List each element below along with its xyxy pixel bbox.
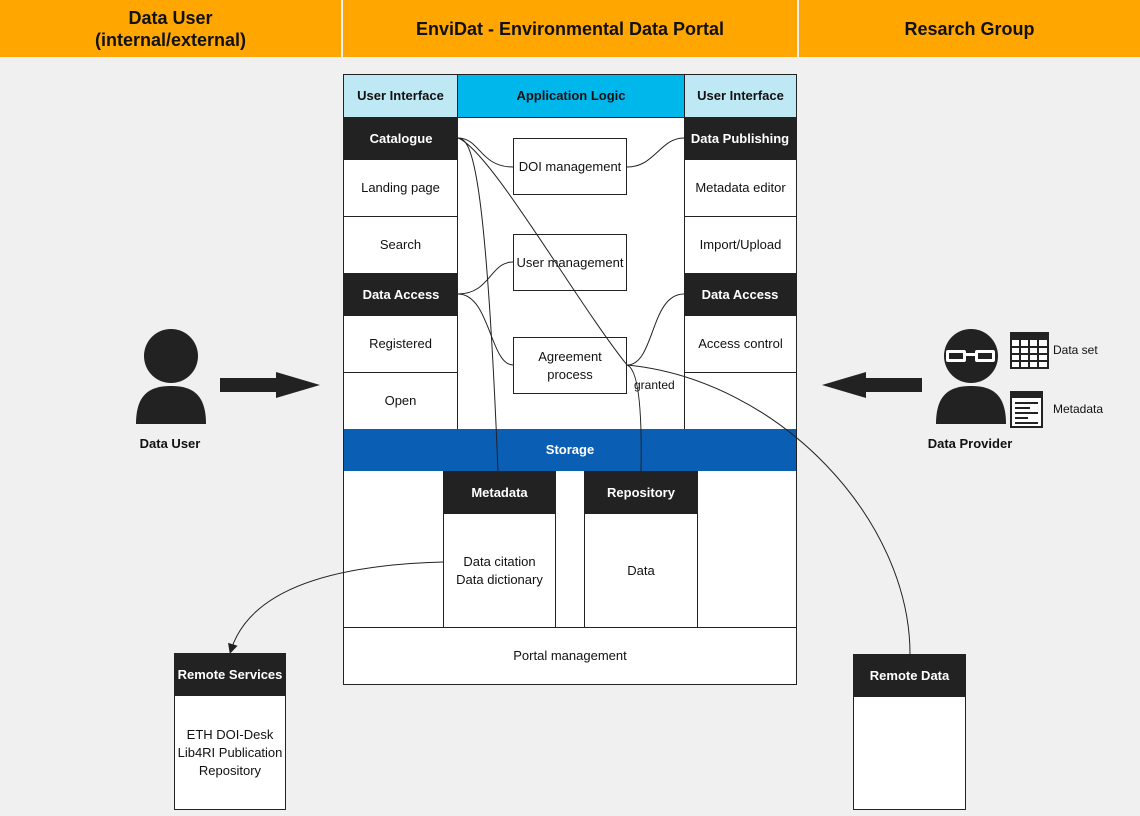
import-upload-item: Import/Upload xyxy=(684,217,796,273)
metadata-storage-body: Data citation Data dictionary xyxy=(443,514,556,628)
data-set-label: Data set xyxy=(1053,343,1098,357)
metadata-editor-item: Metadata editor xyxy=(684,160,796,217)
header-portal: EnviDat - Environmental Data Portal xyxy=(343,0,797,57)
portal-management: Portal management xyxy=(344,627,796,684)
arrow-left-icon xyxy=(822,372,922,398)
user-management-box: User management xyxy=(513,234,627,291)
repository-body: Data xyxy=(584,514,698,628)
metadata-icon xyxy=(1010,391,1043,428)
storage-header: Storage xyxy=(344,429,796,471)
data-publishing-header: Data Publishing xyxy=(684,118,796,160)
remote-data-header: Remote Data xyxy=(853,654,966,697)
data-user-icon xyxy=(136,329,206,424)
agreement-process-box: Agreement process xyxy=(513,337,627,394)
data-provider-icon xyxy=(936,329,1006,424)
search-item: Search xyxy=(344,217,458,273)
metadata-storage-header: Metadata xyxy=(443,471,556,514)
data-provider-label: Data Provider xyxy=(927,436,1013,451)
application-logic-header: Application Logic xyxy=(458,75,684,118)
open-item: Open xyxy=(344,373,458,429)
header-research-group: Resarch Group xyxy=(799,0,1140,57)
landing-page-item: Landing page xyxy=(344,160,458,217)
registered-item: Registered xyxy=(344,316,458,373)
left-ui-header: User Interface xyxy=(344,75,458,118)
doi-management-box: DOI management xyxy=(513,138,627,195)
granted-label: granted xyxy=(634,378,675,392)
header-data-user: Data User (internal/external) xyxy=(0,0,341,57)
remote-services-body: ETH DOI-Desk Lib4RI Publication Reposito… xyxy=(174,696,286,810)
arrow-right-icon xyxy=(220,372,320,398)
repository-header: Repository xyxy=(584,471,698,514)
data-set-icon xyxy=(1010,332,1049,369)
right-ui-header: User Interface xyxy=(684,75,796,118)
metadata-label: Metadata xyxy=(1053,402,1104,416)
left-data-access-header: Data Access xyxy=(344,273,458,316)
remote-data-body xyxy=(853,697,966,810)
right-data-access-header: Data Access xyxy=(684,273,796,316)
data-user-label: Data User xyxy=(139,436,201,451)
right-empty-cell xyxy=(684,373,796,429)
catalogue-header: Catalogue xyxy=(344,118,458,160)
remote-services-header: Remote Services xyxy=(174,653,286,696)
access-control-item: Access control xyxy=(684,316,796,373)
